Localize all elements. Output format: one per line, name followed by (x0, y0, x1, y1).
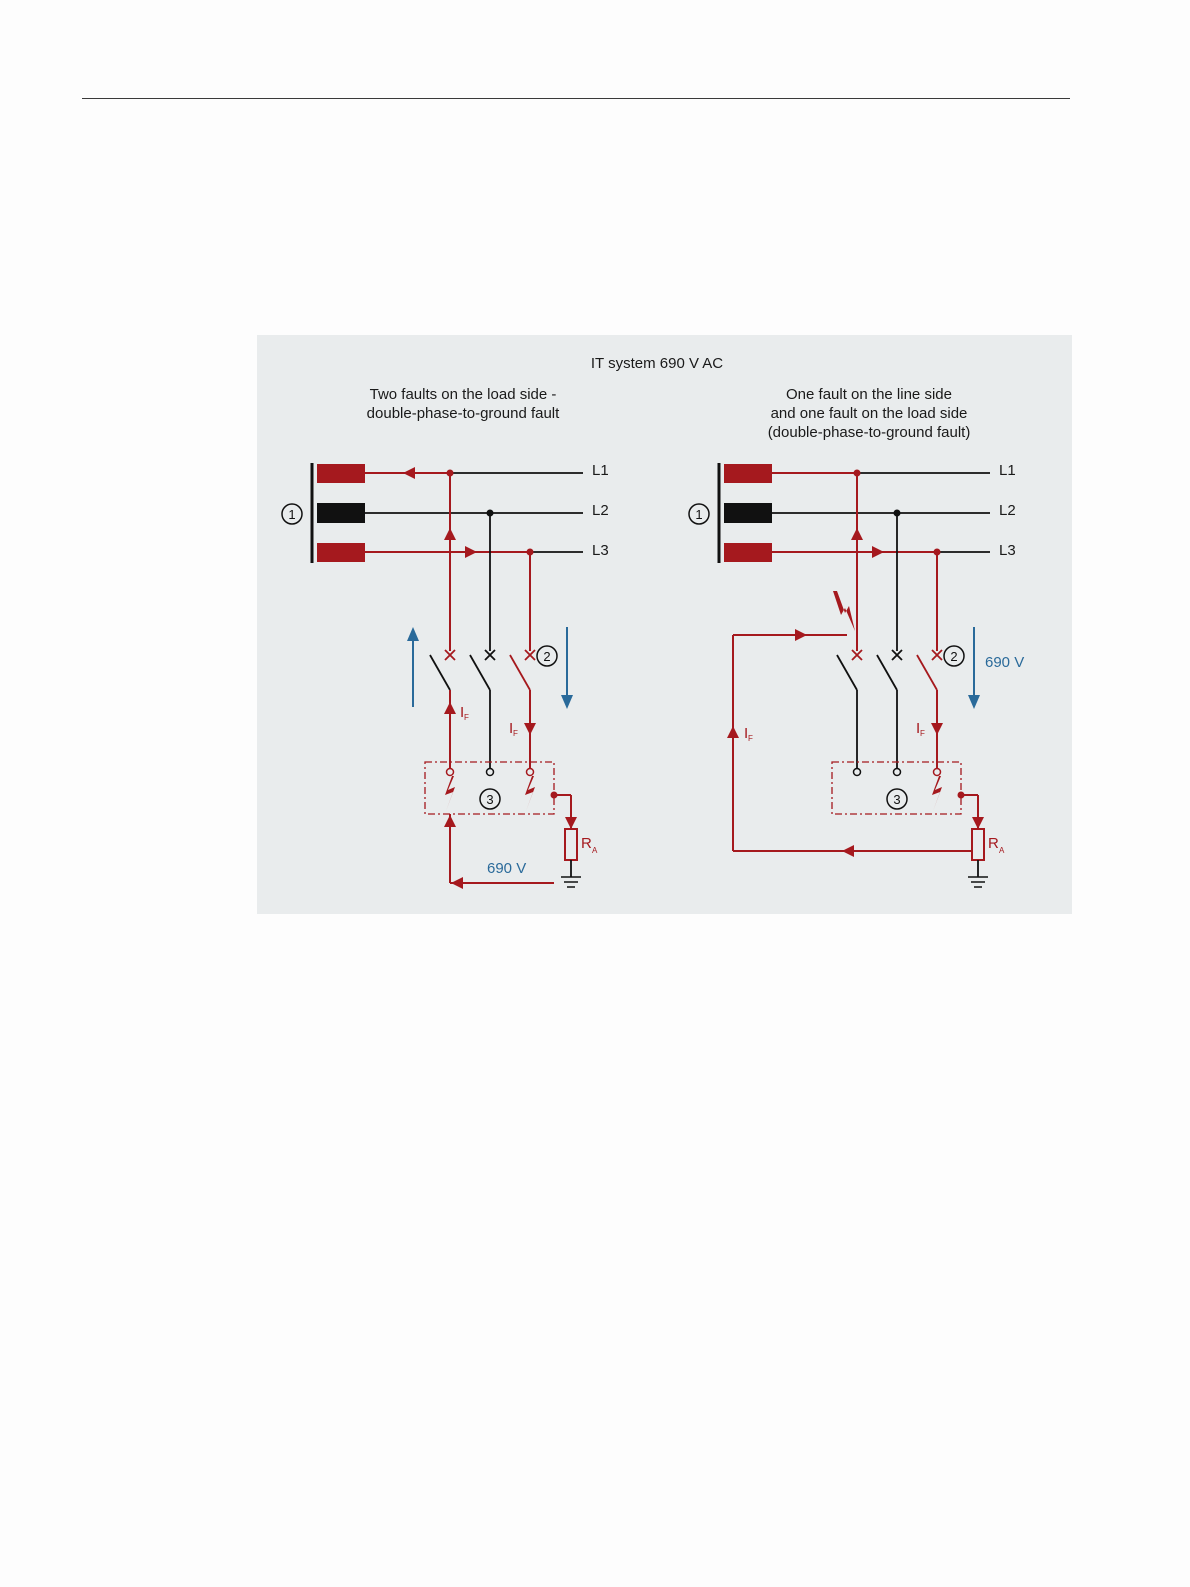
right-contact-2 (892, 650, 902, 660)
right-winding-l2 (724, 503, 772, 523)
right-return-top-arrow (795, 629, 807, 641)
left-load-terminal-3 (527, 769, 534, 776)
left-if-down-arrow (524, 723, 536, 735)
left-phase1-up-arrow (444, 528, 456, 540)
right-heading-line1: One fault on the line side (786, 386, 952, 403)
right-return-up-arrow (727, 726, 739, 738)
left-label-l3: L3 (592, 542, 609, 559)
left-ground-icon (561, 877, 581, 887)
left-ra-arrow (565, 817, 577, 829)
left-contact-3 (525, 650, 535, 660)
right-marker-2: 2 (950, 649, 957, 664)
left-heading-line2: double-phase-to-ground fault (367, 405, 560, 422)
left-voltage-label: 690 V (487, 860, 526, 877)
right-winding-l1 (724, 464, 772, 483)
left-contact-1 (445, 650, 455, 660)
left-winding-l3 (317, 543, 365, 562)
left-marker-3: 3 (486, 792, 493, 807)
right-if-down-arrow (931, 723, 943, 735)
left-l3-arrow (465, 546, 477, 558)
right-ra-label: R (988, 835, 999, 852)
left-voltage-up-arrow (407, 627, 419, 641)
left-ra-resistor (565, 829, 577, 860)
right-label-l2: L2 (999, 502, 1016, 519)
right-load-terminal-1 (854, 769, 861, 776)
left-l1-arrow (403, 467, 415, 479)
diagram-title: IT system 690 V AC (591, 355, 723, 372)
left-blade-3 (510, 655, 530, 690)
left-marker-1: 1 (288, 507, 295, 522)
right-ra-sub: A (999, 846, 1005, 855)
left-return-up-arrow (444, 815, 456, 827)
left-if-sub-2: F (513, 729, 518, 738)
left-fault-bolt-2 (525, 776, 535, 811)
right-load-terminal-3 (934, 769, 941, 776)
right-ra-resistor (972, 829, 984, 860)
right-contact-3 (932, 650, 942, 660)
left-heading-line1: Two faults on the load side - (370, 386, 557, 403)
right-return-left-arrow (842, 845, 854, 857)
left-label-l1: L1 (592, 462, 609, 479)
right-line-side-fault-bolt (833, 591, 855, 631)
right-load-terminal-2 (894, 769, 901, 776)
right-blade-1 (837, 655, 857, 690)
right-ra-arrow (972, 817, 984, 829)
left-voltage-down-arrow (561, 695, 573, 709)
right-contact-1 (852, 650, 862, 660)
left-load-terminal-2 (487, 769, 494, 776)
left-circuit: 1 L1 L2 L3 2 (282, 462, 609, 889)
left-ra-label: R (581, 835, 592, 852)
right-voltage-label: 690 V (985, 654, 1024, 671)
right-winding-l3 (724, 543, 772, 562)
right-circuit: 1 L1 L2 L3 2 (689, 462, 1024, 887)
right-if-sub-1: F (748, 734, 753, 743)
left-label-l2: L2 (592, 502, 609, 519)
left-contact-2 (485, 650, 495, 660)
left-blade-1 (430, 655, 450, 690)
left-fault-bolt-1 (445, 776, 455, 811)
right-heading-line2: and one fault on the load side (771, 405, 968, 422)
left-blade-2 (470, 655, 490, 690)
left-if-up-arrow (444, 702, 456, 714)
it-system-fault-diagram: IT system 690 V AC Two faults on the loa… (257, 335, 1072, 914)
page-header-rule (82, 98, 1070, 99)
right-marker-1: 1 (695, 507, 702, 522)
right-l3-arrow (872, 546, 884, 558)
right-if-sub-2: F (920, 729, 925, 738)
left-ra-sub: A (592, 846, 598, 855)
left-load-terminal-1 (447, 769, 454, 776)
right-blade-2 (877, 655, 897, 690)
right-phase1-up-arrow (851, 528, 863, 540)
right-ground-icon (968, 877, 988, 887)
right-label-l1: L1 (999, 462, 1016, 479)
diagram-canvas: IT system 690 V AC Two faults on the loa… (257, 335, 1072, 914)
left-winding-l1 (317, 464, 365, 483)
left-winding-l2 (317, 503, 365, 523)
right-fault-bolt-load (932, 776, 942, 811)
right-blade-3 (917, 655, 937, 690)
right-voltage-down-arrow (968, 695, 980, 709)
right-marker-3: 3 (893, 792, 900, 807)
left-if-sub-1: F (464, 713, 469, 722)
right-heading-line3: (double-phase-to-ground fault) (768, 424, 971, 441)
left-marker-2: 2 (543, 649, 550, 664)
right-label-l3: L3 (999, 542, 1016, 559)
left-return-left-arrow (451, 877, 463, 889)
